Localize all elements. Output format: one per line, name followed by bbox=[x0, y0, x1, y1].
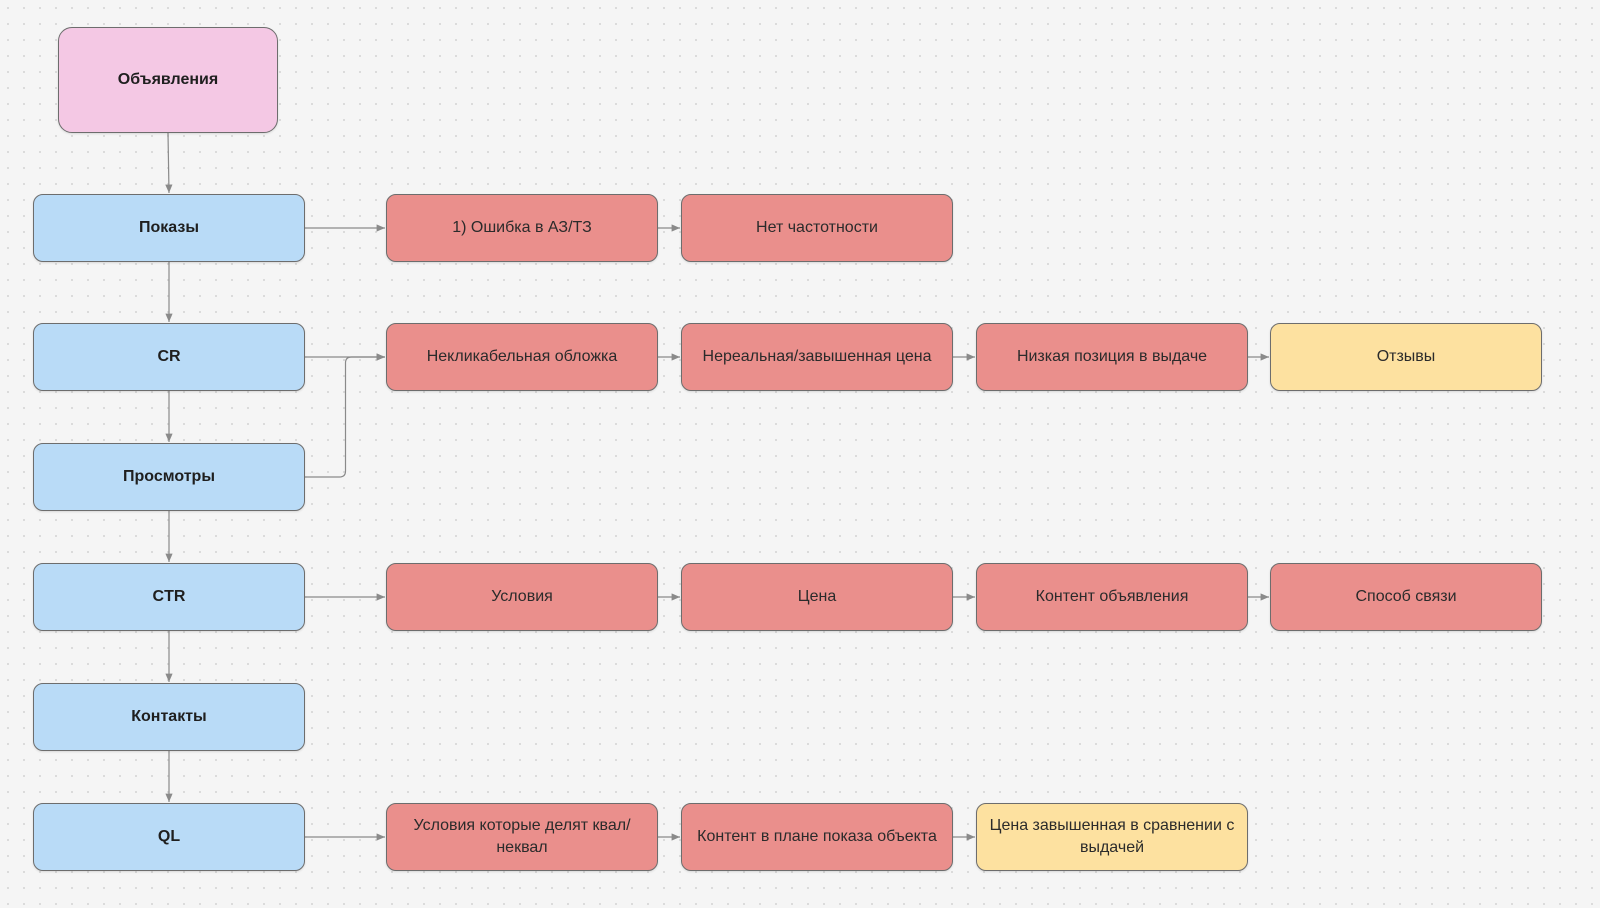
node-label: Отзывы bbox=[1376, 348, 1436, 365]
node-q3[interactable]: Цена завышенная в сравнении с выдачей bbox=[976, 803, 1248, 871]
node-t4[interactable]: Способ связи bbox=[1270, 563, 1542, 631]
node-c2[interactable]: Нереальная/завышенная цена bbox=[681, 323, 953, 391]
node-cr[interactable]: CR bbox=[33, 323, 305, 391]
node-label: Способ связи bbox=[1355, 588, 1457, 605]
connector-root-pokazy bbox=[165, 132, 173, 194]
node-label: CTR bbox=[152, 588, 186, 605]
node-label: Условия bbox=[491, 588, 553, 605]
node-p2[interactable]: Нет частотности bbox=[681, 194, 953, 262]
node-ql[interactable]: QL bbox=[33, 803, 305, 871]
node-label: Низкая позиция в выдаче bbox=[1016, 348, 1208, 365]
node-t2[interactable]: Цена bbox=[681, 563, 953, 631]
node-t3[interactable]: Контент объявления bbox=[976, 563, 1248, 631]
node-label: Показы bbox=[139, 219, 199, 236]
node-label: Нереальная/завышенная цена bbox=[702, 348, 932, 365]
node-label: Цена завышенная в сравнении с выдачей bbox=[989, 817, 1235, 856]
node-label: 1) Ошибка в АЗ/ТЗ bbox=[452, 219, 592, 236]
node-t1[interactable]: Условия bbox=[386, 563, 658, 631]
node-label: Контент в плане показа объекта bbox=[697, 828, 937, 845]
node-label: Цена bbox=[797, 588, 837, 605]
node-c1[interactable]: Некликабельная обложка bbox=[386, 323, 658, 391]
node-pokazy[interactable]: Показы bbox=[33, 194, 305, 262]
node-c4[interactable]: Отзывы bbox=[1270, 323, 1542, 391]
node-q2[interactable]: Контент в плане показа объекта bbox=[681, 803, 953, 871]
node-label: Контакты bbox=[131, 708, 207, 725]
node-q1[interactable]: Условия которые делят квал/неквал bbox=[386, 803, 658, 871]
node-label: Некликабельная обложка bbox=[426, 348, 618, 365]
node-label: Просмотры bbox=[122, 468, 215, 485]
node-p1[interactable]: 1) Ошибка в АЗ/ТЗ bbox=[386, 194, 658, 262]
node-label: Объявления bbox=[117, 71, 219, 88]
node-c3[interactable]: Низкая позиция в выдаче bbox=[976, 323, 1248, 391]
node-label: Условия которые делят квал/неквал bbox=[413, 817, 631, 856]
node-label: Нет частотности bbox=[756, 219, 878, 236]
node-root[interactable]: Объявления bbox=[58, 27, 278, 133]
node-label: QL bbox=[157, 828, 181, 845]
node-ctr[interactable]: CTR bbox=[33, 563, 305, 631]
node-kontakty[interactable]: Контакты bbox=[33, 683, 305, 751]
node-label: CR bbox=[157, 348, 181, 365]
node-label: Контент объявления bbox=[1035, 588, 1189, 605]
connector-prosmotry-c1 bbox=[305, 353, 385, 478]
node-prosmotry[interactable]: Просмотры bbox=[33, 443, 305, 511]
